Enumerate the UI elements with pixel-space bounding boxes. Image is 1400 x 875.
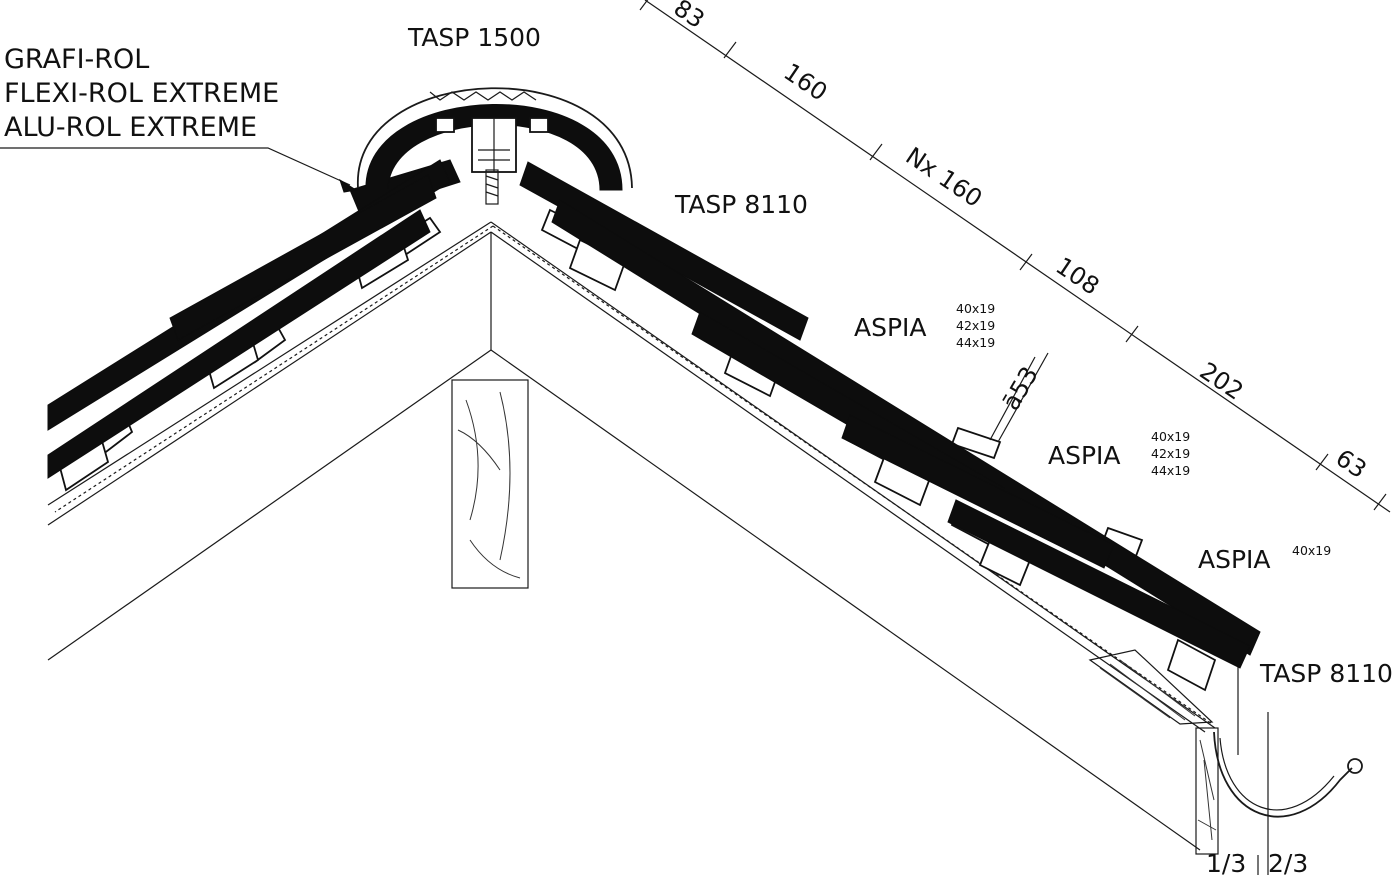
seal-label-3: ALU-ROL EXTREME <box>4 112 257 143</box>
dimension-overhang: ā53 <box>997 362 1044 415</box>
batten-3-size-1: 40x19 <box>1292 543 1331 558</box>
dimension-160: 160 <box>779 58 833 107</box>
roof-structure <box>47 221 1363 875</box>
ridge-post <box>451 379 529 589</box>
roof-tile-top-label: TASP 8110 <box>674 190 808 219</box>
fascia-board <box>1195 727 1219 855</box>
dimension-83: 83 <box>669 0 710 34</box>
roof-tiles-left <box>47 159 461 479</box>
batten-1-size-3: 44x19 <box>956 335 995 350</box>
ridge-tile-label: TASP 1500 <box>407 23 541 52</box>
roof-tiles-right <box>519 161 1261 669</box>
ridge-cap <box>0 87 633 205</box>
gutter <box>1213 731 1353 818</box>
gutter-fraction-right: 2/3 <box>1268 849 1308 875</box>
batten-3-label: ASPIA <box>1198 545 1271 574</box>
batten-1-size-2: 42x19 <box>956 318 995 333</box>
roof-tile-eave-label: TASP 8110 <box>1259 659 1393 688</box>
seal-label-1: GRAFI-ROL <box>4 44 149 75</box>
labels: GRAFI-ROL FLEXI-ROL EXTREME ALU-ROL EXTR… <box>4 0 1393 875</box>
gutter-fraction-left: 1/3 <box>1206 849 1246 875</box>
dimension-63: 63 <box>1331 444 1372 484</box>
batten-1-size-1: 40x19 <box>956 301 995 316</box>
dimension-108: 108 <box>1051 252 1105 301</box>
seal-label-2: FLEXI-ROL EXTREME <box>4 78 279 109</box>
batten-2-label: ASPIA <box>1048 441 1121 470</box>
batten-2-size-2: 42x19 <box>1151 446 1190 461</box>
batten-2-size-3: 44x19 <box>1151 463 1190 478</box>
batten-1-label: ASPIA <box>854 313 927 342</box>
batten-2-size-1: 40x19 <box>1151 429 1190 444</box>
dimension-chain <box>639 0 1391 513</box>
dimension-nx160: Nx 160 <box>901 142 988 213</box>
dimension-202: 202 <box>1195 357 1249 406</box>
